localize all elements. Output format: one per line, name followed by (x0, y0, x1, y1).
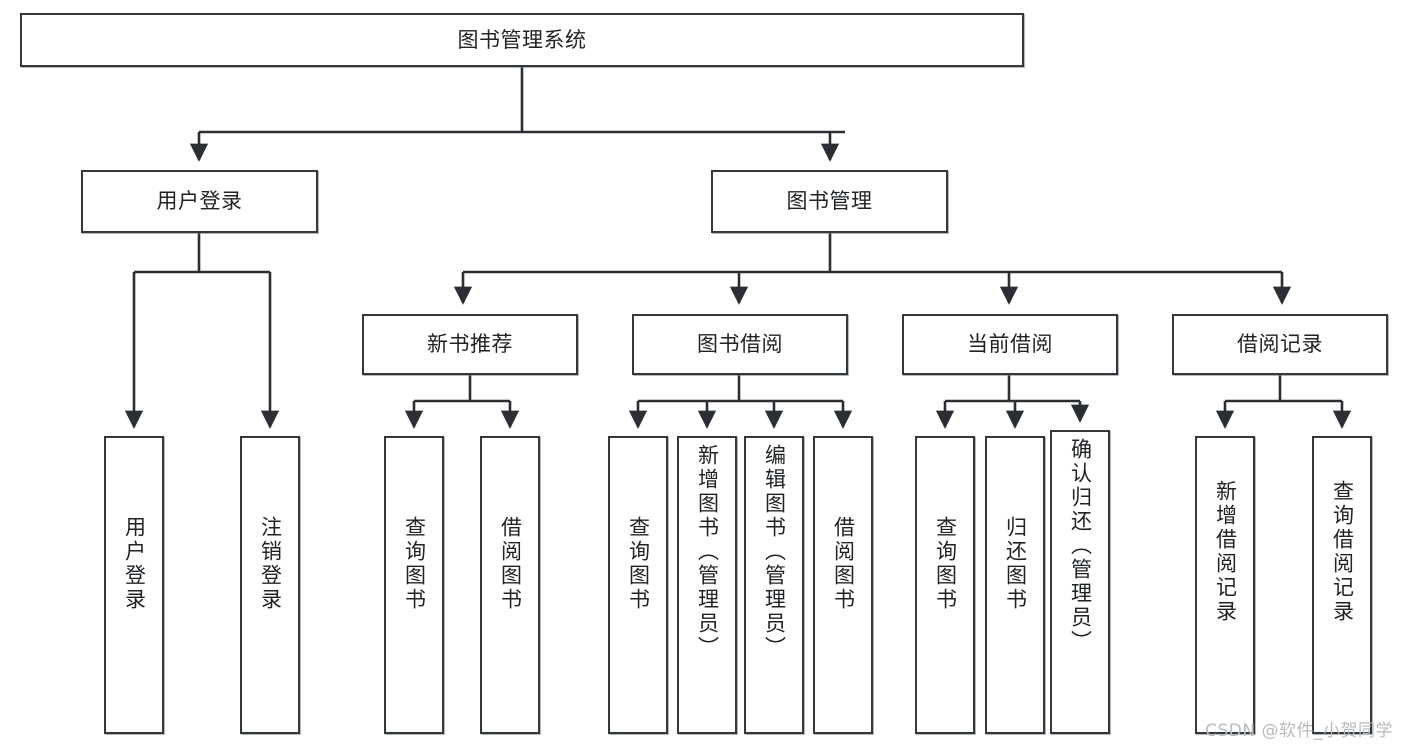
leaf-logout-login[interactable]: 注销登录 (240, 436, 300, 734)
leaf-query-book-2[interactable]: 查询图书 (608, 436, 668, 734)
leaf-query-book-1-label: 查询图书 (402, 516, 427, 612)
leaf-query-record[interactable]: 查询借阅记录 (1312, 436, 1372, 734)
leaf-add-record[interactable]: 新增借阅记录 (1195, 436, 1255, 734)
node-book-borrow[interactable]: 图书借阅 (632, 314, 848, 375)
node-current-borrow-label: 当前借阅 (967, 332, 1053, 357)
leaf-user-login[interactable]: 用户登录 (104, 436, 164, 734)
leaf-add-book-label: 新增图书（管理员） (695, 444, 720, 660)
node-book-manage-label: 图书管理 (786, 189, 873, 214)
leaf-edit-book-label: 编辑图书（管理员） (762, 444, 787, 660)
leaf-borrow-book-1-label: 借阅图书 (498, 516, 523, 612)
leaf-borrow-book-2-label: 借阅图书 (831, 516, 856, 612)
node-user-login-label: 用户登录 (156, 189, 243, 214)
csdn-watermark: CSDN @软件_小贺同学 (1205, 721, 1393, 741)
leaf-borrow-book-2[interactable]: 借阅图书 (813, 436, 873, 734)
node-new-book-rec[interactable]: 新书推荐 (362, 314, 578, 375)
leaf-confirm-return[interactable]: 确认归还（管理员） (1050, 430, 1110, 734)
leaf-query-book-1[interactable]: 查询图书 (384, 436, 444, 734)
node-current-borrow[interactable]: 当前借阅 (902, 314, 1118, 375)
leaf-add-book[interactable]: 新增图书（管理员） (677, 436, 737, 734)
node-root-label: 图书管理系统 (457, 27, 587, 52)
leaf-edit-book[interactable]: 编辑图书（管理员） (744, 436, 804, 734)
leaf-return-book[interactable]: 归还图书 (985, 436, 1045, 734)
leaf-query-book-2-label: 查询图书 (626, 516, 651, 612)
leaf-add-record-label: 新增借阅记录 (1213, 480, 1238, 624)
leaf-borrow-book-1[interactable]: 借阅图书 (480, 436, 540, 734)
leaf-query-book-3-label: 查询图书 (933, 516, 958, 612)
node-new-book-rec-label: 新书推荐 (427, 332, 513, 357)
leaf-return-book-label: 归还图书 (1003, 516, 1028, 612)
leaf-user-login-label: 用户登录 (122, 516, 147, 612)
leaf-query-book-3[interactable]: 查询图书 (915, 436, 975, 734)
node-borrow-record[interactable]: 借阅记录 (1172, 314, 1388, 375)
node-borrow-record-label: 借阅记录 (1237, 332, 1323, 357)
node-user-login[interactable]: 用户登录 (81, 170, 318, 233)
node-root[interactable]: 图书管理系统 (20, 13, 1024, 67)
node-book-manage[interactable]: 图书管理 (711, 170, 948, 233)
node-book-borrow-label: 图书借阅 (697, 332, 783, 357)
leaf-confirm-return-label: 确认归还（管理员） (1068, 438, 1093, 654)
leaf-logout-login-label: 注销登录 (258, 516, 283, 612)
leaf-query-record-label: 查询借阅记录 (1330, 480, 1355, 624)
